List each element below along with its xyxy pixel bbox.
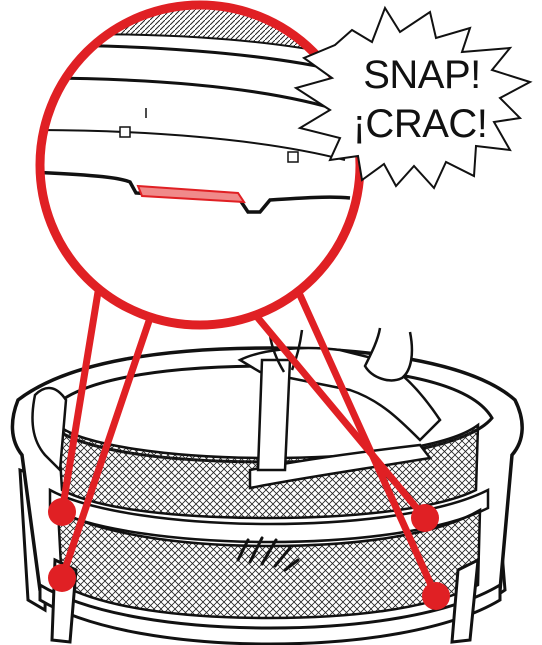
callout-line-1: SNAP! [363,53,481,97]
red-dot-icon [48,498,76,526]
red-dot-icon [422,582,450,610]
zoom-detail [30,0,360,325]
red-dot-icon [48,564,76,592]
red-dot-icon [411,504,439,532]
callout-line-2: ¡CRAC! [353,102,488,146]
